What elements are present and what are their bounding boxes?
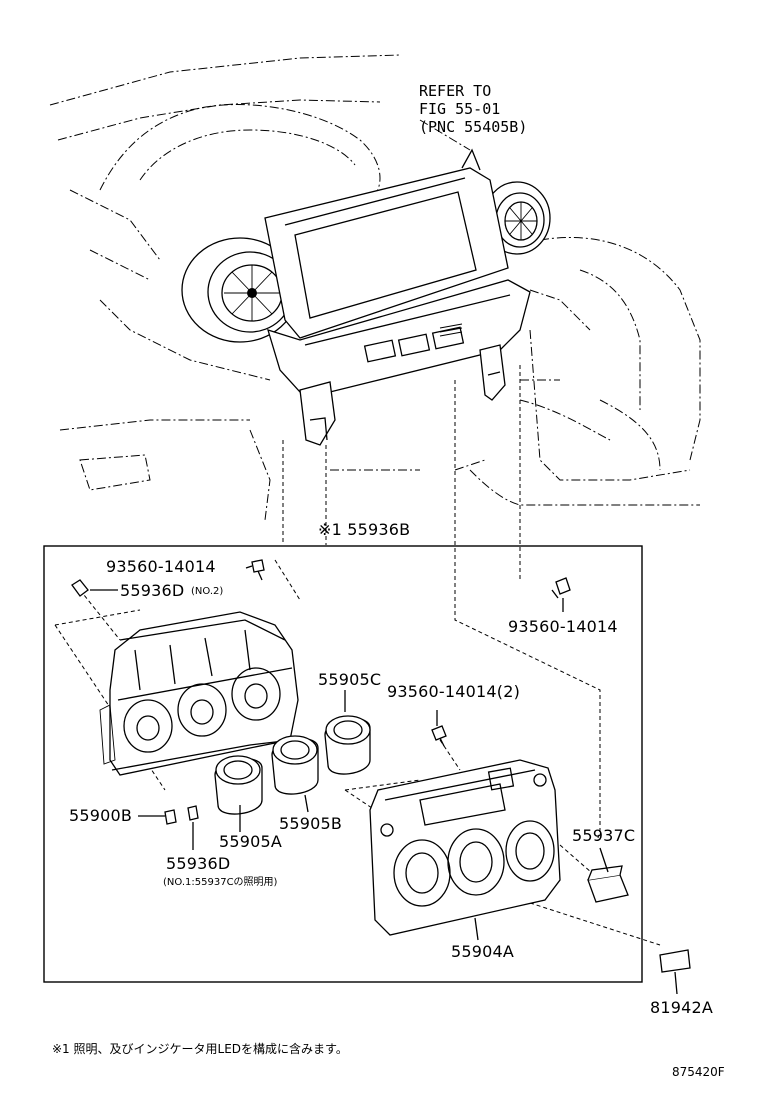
screw-pair-label: 93560-14014(2) bbox=[387, 682, 521, 701]
right-bracket bbox=[479, 344, 506, 401]
knob-b-label: 55905B bbox=[279, 814, 343, 833]
knob-c-label: 55905C bbox=[318, 670, 382, 689]
bulb-screw-label: 55900B bbox=[69, 806, 133, 825]
refer-note: REFER TO FIG 55-01 (PNC 55405B) bbox=[419, 82, 527, 136]
refer-line-2: FIG 55-01 bbox=[419, 100, 501, 118]
top-assembly-label: ※1 55936B bbox=[318, 520, 411, 539]
bulb-no1-note: (NO.1:55937Cの照明用) bbox=[163, 877, 278, 888]
dashboard-outline bbox=[49, 54, 701, 521]
fasteners bbox=[71, 559, 571, 825]
switch-label: 55937C bbox=[572, 826, 636, 845]
left-bracket bbox=[299, 381, 336, 446]
knobs bbox=[214, 715, 371, 815]
control-panel bbox=[369, 759, 561, 936]
screw-right-label: 93560-14014 bbox=[508, 617, 618, 636]
rear-housing bbox=[99, 611, 299, 776]
bulb-no1-label: 55936D bbox=[166, 854, 231, 873]
plate-label: 81942A bbox=[650, 998, 714, 1017]
knob-a-label: 55905A bbox=[219, 832, 283, 851]
assembly-frame bbox=[43, 545, 643, 983]
display-housing bbox=[264, 167, 509, 339]
plate-part bbox=[659, 949, 691, 973]
screw-top-left-label: 93560-14014 bbox=[106, 557, 216, 576]
footnote: ※1 照明、及びインジケータ用LEDを構成に含みます。 bbox=[52, 1042, 348, 1056]
bulb-no2-note: (NO.2) bbox=[191, 586, 224, 597]
bulb-no2-label: 55936D bbox=[120, 581, 185, 600]
lower-bezel bbox=[267, 279, 531, 393]
center-cluster bbox=[181, 148, 551, 446]
display-screen bbox=[294, 191, 477, 319]
refer-line-3: (PNC 55405B) bbox=[419, 118, 528, 136]
control-panel-label: 55904A bbox=[451, 942, 515, 961]
refer-line-1: REFER TO bbox=[419, 82, 492, 100]
switch-part bbox=[587, 865, 629, 903]
label-leaders bbox=[90, 565, 678, 995]
figure-id: 875420F bbox=[672, 1065, 725, 1079]
